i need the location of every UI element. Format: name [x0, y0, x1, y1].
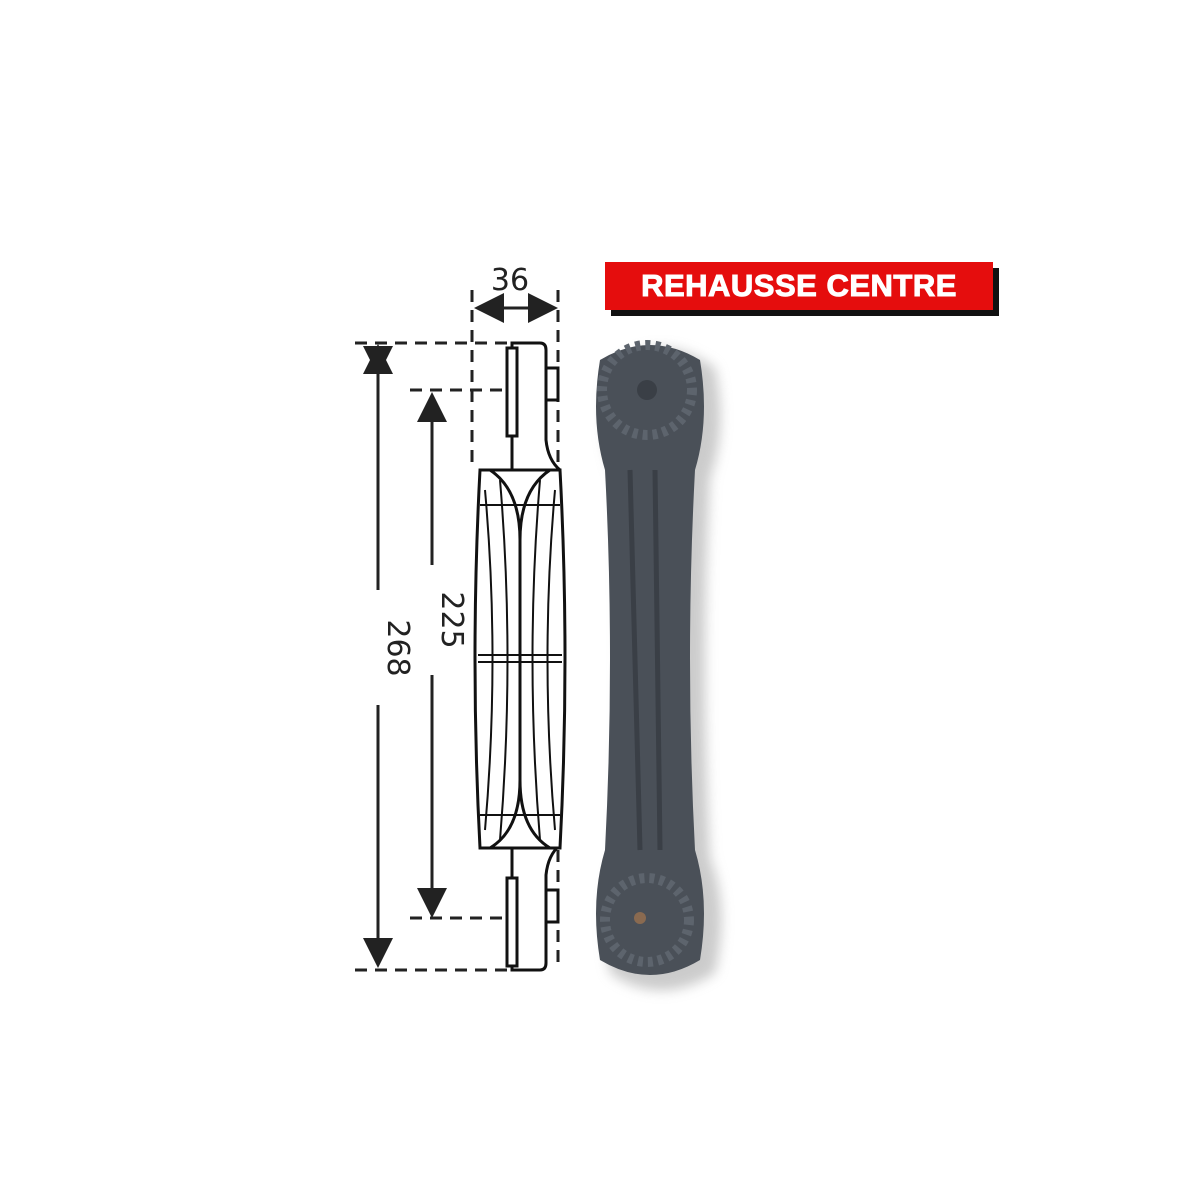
- dimension-arrows: [363, 293, 558, 968]
- overall-length-dimension: 268: [380, 619, 415, 676]
- width-dimension: 36: [491, 263, 529, 298]
- product-label-badge: REHAUSSE CENTRE: [605, 262, 993, 310]
- part-photo: [596, 340, 722, 991]
- inner-length-dimension: 225: [434, 591, 469, 648]
- part-side-view: [473, 341, 567, 972]
